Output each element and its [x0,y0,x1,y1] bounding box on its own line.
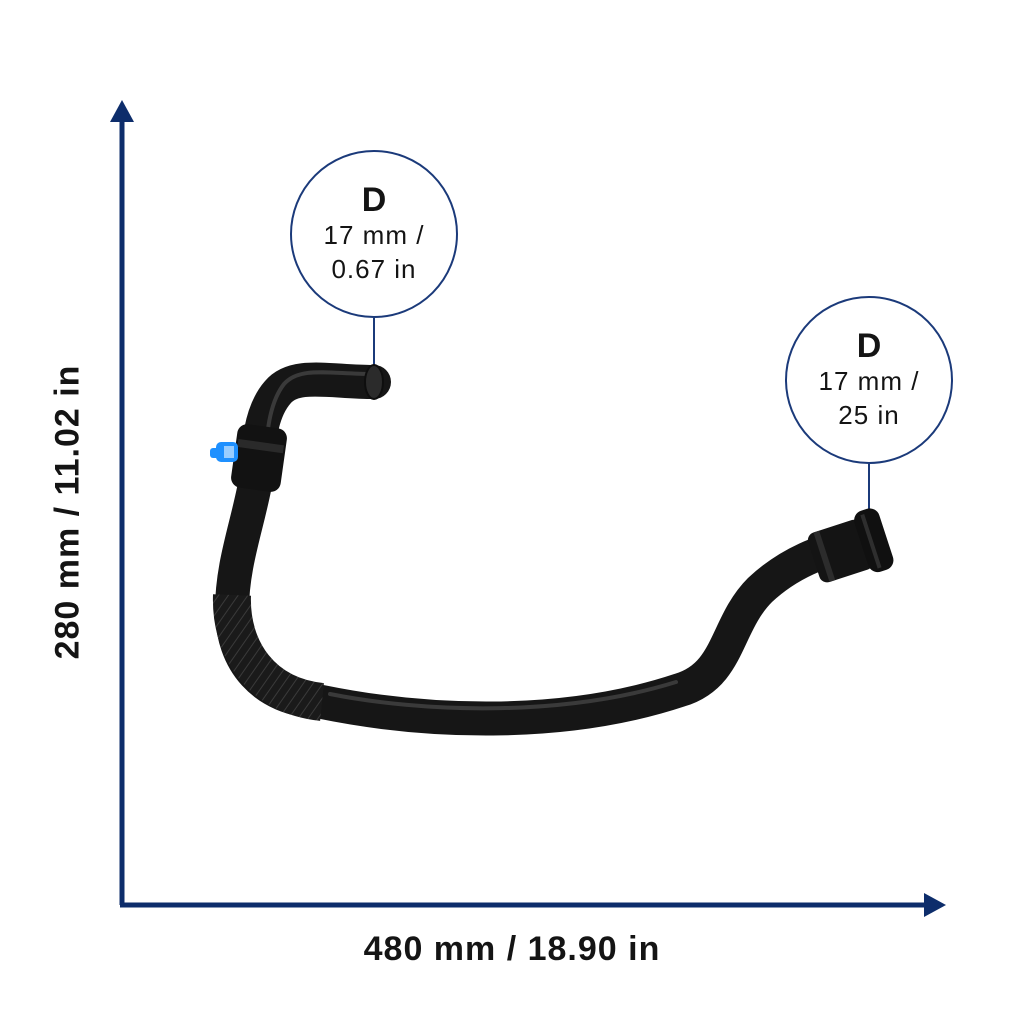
hose-collar [231,424,287,492]
hose-icon [210,362,894,736]
axes [110,100,946,917]
hose-braided-sleeve [212,594,325,721]
y-axis-arrow-icon [110,100,134,122]
callout-right-value-line2: 25 in [838,400,900,430]
callout-left-letter: D [361,181,387,219]
callout-right-letter: D [856,327,882,365]
quick-connector [807,508,894,583]
hose-highlight [264,370,678,711]
hose-collar-ring [237,438,285,454]
x-axis-label: 480 mm / 18.90 in [363,930,661,968]
callout-right-end: D 17 mm / 25 in [785,296,953,464]
hose-end-left [364,364,384,400]
callout-left-value-line1: 17 mm / [323,220,425,250]
callout-left-end: D 17 mm / 0.67 in [290,150,458,318]
callout-right-value-line1: 17 mm / [818,366,920,396]
clip-icon [210,442,238,462]
x-axis-arrow-icon [924,893,946,917]
y-axis-label: 280 mm / 11.02 in [48,364,87,660]
callout-left-value-line2: 0.67 in [331,254,417,284]
hose-body [215,362,877,736]
